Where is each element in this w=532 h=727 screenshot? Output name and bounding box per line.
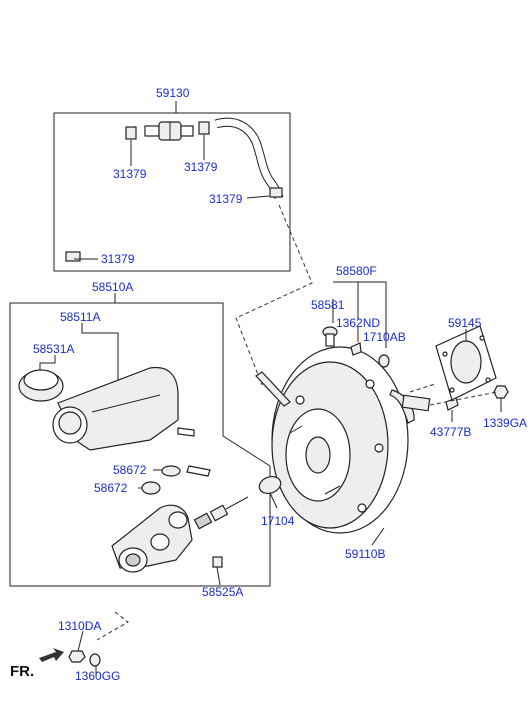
booster-plate-gasket xyxy=(435,325,497,401)
clip-1362ND xyxy=(350,342,362,356)
front-direction-arrow xyxy=(39,648,64,662)
label-31379-c: 31379 xyxy=(209,192,243,206)
label-58672-b: 58672 xyxy=(94,481,128,495)
label-58525A: 58525A xyxy=(202,585,243,599)
label-31379-b: 31379 xyxy=(184,160,218,174)
label-58511A: 58511A xyxy=(60,310,100,324)
label-1310DA: 1310DA xyxy=(58,619,101,633)
label-1360GG: 1360GG xyxy=(75,669,120,683)
label-1710AB: 1710AB xyxy=(363,330,406,344)
label-58672-a: 58672 xyxy=(113,463,147,477)
reservoir-grommet-1 xyxy=(153,465,181,477)
front-label: FR. xyxy=(10,663,34,680)
pin-58581 xyxy=(322,326,338,347)
booster-gasket xyxy=(258,475,282,509)
hose-clamp-3 xyxy=(269,187,283,198)
piston-assembly xyxy=(193,496,249,530)
label-58580F: 58580F xyxy=(336,264,377,278)
label-59110B: 59110B xyxy=(345,547,385,561)
hose-clamp-2 xyxy=(198,121,210,135)
label-59145: 59145 xyxy=(448,316,482,330)
label-31379-a: 31379 xyxy=(113,167,147,181)
label-31379-d: 31379 xyxy=(101,252,135,266)
master-cylinder-group xyxy=(9,293,271,587)
reservoir-cap xyxy=(18,369,64,402)
washer-1360GG xyxy=(89,653,101,667)
brake-booster xyxy=(255,346,431,534)
master-cylinder-body xyxy=(111,504,193,573)
vacuum-hose-assembly-group xyxy=(53,101,291,272)
reservoir-pin xyxy=(177,427,195,437)
label-58510A: 58510A xyxy=(92,280,133,294)
pin-kit-group xyxy=(322,281,390,368)
label-59130: 59130 xyxy=(156,86,190,100)
label-58581: 58581 xyxy=(311,298,345,312)
fluid-reservoir xyxy=(52,366,179,451)
reservoir-grommet-2 xyxy=(138,481,161,495)
label-58531A: 58531A xyxy=(33,342,74,356)
reservoir-pin-2 xyxy=(186,465,211,477)
clevis-pin-43777B xyxy=(445,397,459,422)
check-valve xyxy=(144,121,194,141)
hose-clamp-1 xyxy=(125,126,137,140)
label-17104: 17104 xyxy=(261,514,295,528)
nut-1339GA xyxy=(493,385,509,412)
label-1339GA: 1339GA xyxy=(483,416,527,430)
nut-1310DA xyxy=(68,650,86,663)
washer-1710AB xyxy=(378,354,390,368)
hose-clamp-4 xyxy=(65,251,81,262)
label-1362ND: 1362ND xyxy=(336,316,380,330)
mounting-nut xyxy=(212,556,223,586)
label-43777B: 43777B xyxy=(430,425,471,439)
